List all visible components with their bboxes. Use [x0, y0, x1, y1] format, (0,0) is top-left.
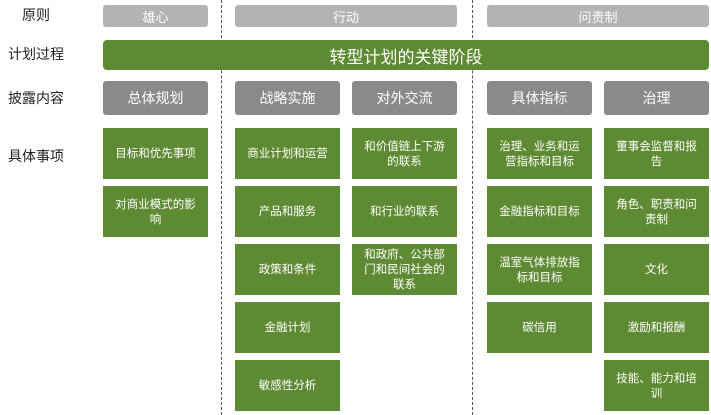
item-board-oversight: 董事会监督和报告: [604, 128, 709, 179]
row-label-principles: 原则: [22, 8, 50, 24]
row-label-disclosure: 披露内容: [8, 91, 64, 107]
principle-accountability: 问责制: [487, 5, 709, 27]
item-roles-responsibilities: 角色、职责和问责制: [604, 186, 709, 237]
item-products-services: 产品和服务: [235, 186, 340, 237]
item-value-chain-engagement: 和价值链上下游的联系: [352, 128, 457, 179]
item-carbon-credits: 碳信用: [487, 302, 592, 353]
item-government-engagement: 和政府、公共部门和民间社会的联系: [352, 244, 457, 295]
item-culture: 文化: [604, 244, 709, 295]
item-business-model-impact: 对商业模式的影响: [103, 186, 208, 237]
item-policies-conditions: 政策和条件: [235, 244, 340, 295]
item-ghg-metrics: 温室气体排放指标和目标: [487, 244, 592, 295]
item-financial-metrics: 金融指标和目标: [487, 186, 592, 237]
item-skills-training: 技能、能力和培训: [604, 360, 709, 411]
category-specific-indicators: 具体指标: [487, 81, 592, 115]
item-incentives-remuneration: 激励和报酬: [604, 302, 709, 353]
category-strategy-implementation: 战略实施: [235, 81, 340, 115]
category-external-engagement: 对外交流: [352, 81, 457, 115]
divider-left: [221, 0, 222, 415]
divider-right: [472, 0, 473, 415]
key-phases-banner: 转型计划的关键阶段: [103, 40, 709, 70]
item-business-plan-operations: 商业计划和运营: [235, 128, 340, 179]
category-overall-planning: 总体规划: [103, 81, 208, 115]
item-governance-operating-metrics: 治理、业务和运营指标和目标: [487, 128, 592, 179]
item-industry-engagement: 和行业的联系: [352, 186, 457, 237]
category-governance: 治理: [604, 81, 709, 115]
item-sensitivity-analysis: 敏感性分析: [235, 360, 340, 411]
item-goals-and-priorities: 目标和优先事项: [103, 128, 208, 179]
row-label-specifics: 具体事项: [8, 149, 64, 165]
principle-action: 行动: [235, 5, 457, 27]
item-financial-plan: 金融计划: [235, 302, 340, 353]
row-label-planning-process: 计划过程: [8, 47, 64, 63]
principle-ambition: 雄心: [103, 5, 208, 27]
